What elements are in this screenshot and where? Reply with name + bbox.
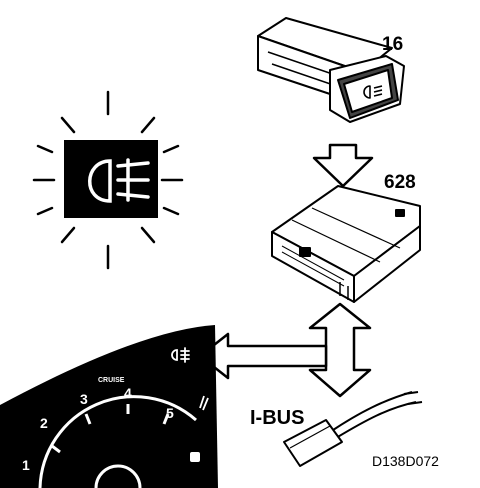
tacho-number: 2	[40, 415, 48, 431]
cluster-fog-lamp-icon	[171, 347, 190, 363]
control-module	[271, 185, 421, 303]
switch-lamp-icon	[363, 85, 383, 99]
cruise-label: CRUISE	[98, 377, 125, 384]
indicator-lamp	[190, 452, 200, 462]
down-arrow	[312, 143, 374, 188]
indicator-mark	[199, 395, 209, 411]
bus-label: I-BUS	[250, 407, 304, 429]
tacho-number: 1	[22, 457, 30, 473]
fog-lamp-switch	[257, 17, 405, 123]
left-arrow	[198, 332, 328, 380]
tacho-number: 5	[166, 405, 174, 421]
switch-callout: 16	[382, 34, 403, 55]
figure-code: D138D072	[372, 453, 439, 469]
lamp-rays	[32, 90, 184, 270]
tacho-number: 3	[80, 391, 88, 407]
lamp-symbol	[88, 158, 150, 203]
instrument-cluster: 1 2 3 4 5 CRUISE	[0, 325, 218, 488]
bus-connector	[283, 391, 423, 467]
bidirectional-arrow	[308, 302, 372, 398]
module-callout: 628	[384, 172, 416, 193]
tacho-number: 4	[124, 385, 132, 401]
